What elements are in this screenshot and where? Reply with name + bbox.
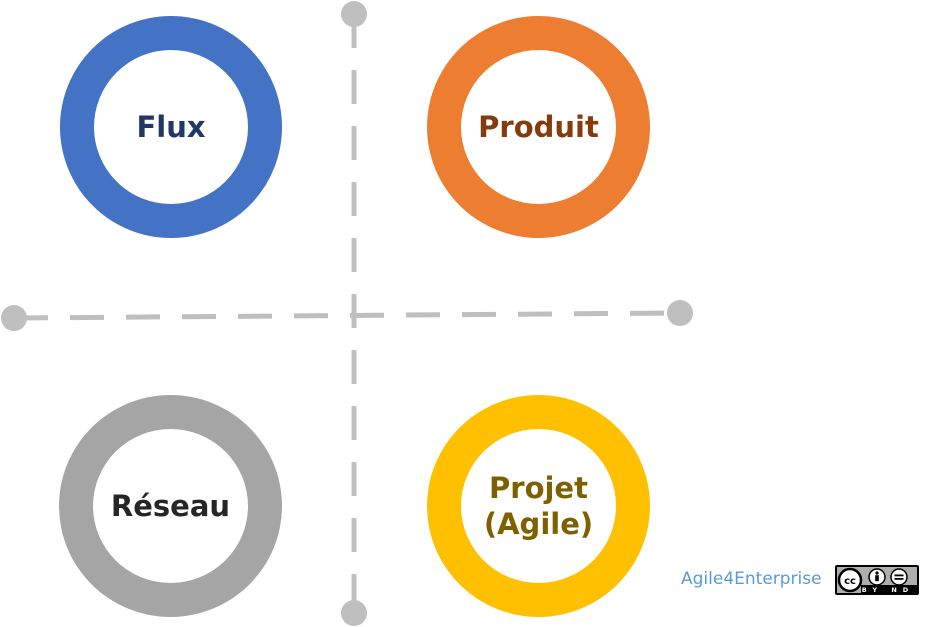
axis-endpoint-right bbox=[667, 300, 693, 326]
horizontal-axis bbox=[13, 310, 681, 321]
reseau-ring: Réseau bbox=[59, 395, 282, 617]
flux-label: Flux bbox=[136, 109, 206, 144]
license-text: BY ND bbox=[862, 586, 914, 593]
cc-by-nd-icon: cc BY ND bbox=[835, 565, 919, 595]
axis-endpoint-bottom bbox=[341, 600, 367, 626]
projet-ring: Projet (Agile) bbox=[427, 395, 650, 617]
svg-text:cc: cc bbox=[844, 576, 856, 587]
axis-endpoint-left bbox=[1, 305, 27, 331]
axis-endpoint-top bbox=[341, 1, 367, 27]
produit-ring: Produit bbox=[427, 16, 650, 238]
brand-label: Agile4Enterprise bbox=[681, 569, 822, 589]
reseau-label: Réseau bbox=[110, 488, 231, 523]
produit-label: Produit bbox=[478, 109, 599, 144]
flux-ring: Flux bbox=[60, 16, 282, 238]
projet-label: Projet (Agile) bbox=[483, 470, 594, 541]
